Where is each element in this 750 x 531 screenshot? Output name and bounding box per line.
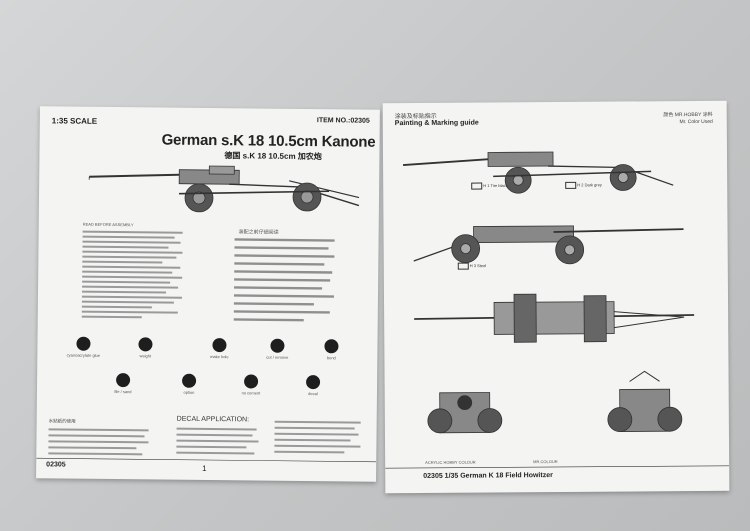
tool-no-cement: no cement bbox=[219, 374, 283, 396]
decal-heading: DECAL APPLICATION: bbox=[176, 415, 250, 424]
instruction-text-en bbox=[81, 230, 183, 319]
cut-icon bbox=[270, 338, 285, 353]
no-cement-icon bbox=[244, 374, 259, 389]
legend-acrylic: ACRYLIC HOBBY COLOUR bbox=[425, 459, 476, 465]
bend-icon bbox=[324, 339, 339, 354]
instruction-text-cn bbox=[233, 238, 335, 322]
cannon-view-1 bbox=[403, 151, 674, 194]
glue-icon bbox=[76, 336, 91, 351]
tool-legend: cyanoacrylate glue weight make hole cut … bbox=[37, 332, 378, 416]
read-before-heading-chinese: 装配之前仔细阅读 bbox=[238, 229, 279, 236]
cannon-top-view bbox=[414, 293, 695, 343]
tool-file: file / sand bbox=[91, 373, 155, 395]
tool-glue: cyanoacrylate glue bbox=[51, 336, 115, 358]
decal-text bbox=[48, 420, 361, 456]
option-icon bbox=[182, 373, 197, 388]
file-icon bbox=[116, 373, 131, 388]
decal-heading-chinese: 水贴纸的使用 bbox=[48, 418, 76, 424]
tool-weight: weight bbox=[113, 337, 177, 359]
weight-icon bbox=[138, 337, 153, 352]
tool-decal: decal bbox=[281, 375, 345, 397]
cannon-front-view bbox=[427, 392, 503, 434]
cannon-illustration bbox=[88, 165, 360, 213]
painting-guide-sheet: 涂装及标贴指示 Painting & Marking guide 颜色 MR.H… bbox=[382, 100, 730, 494]
legend-mr-colour: MR.COLOUR bbox=[533, 458, 558, 465]
color-tag: H 3 Steel bbox=[457, 262, 487, 270]
cannon-rear-view bbox=[607, 370, 683, 432]
tool-bend: bend bbox=[299, 339, 363, 361]
guide-footer: 02305 1/35 German K 18 Field Howitzer bbox=[423, 472, 553, 480]
cannon-view-2 bbox=[413, 225, 684, 265]
page-number: 1 bbox=[202, 463, 207, 473]
drill-icon bbox=[212, 338, 227, 353]
tool-option: option bbox=[157, 373, 221, 395]
footer-divider bbox=[36, 457, 377, 463]
product-code: 02305 bbox=[46, 461, 66, 469]
artwork-right bbox=[385, 151, 730, 469]
color-tag: H 1 Tire black bbox=[471, 182, 508, 190]
footer-divider bbox=[385, 465, 730, 469]
tool-drill: make hole bbox=[187, 338, 251, 360]
read-before-heading: READ BEFORE ASSEMBLY bbox=[82, 221, 134, 228]
artwork-left bbox=[36, 165, 377, 463]
decal-icon bbox=[306, 375, 321, 390]
instruction-sheet-left: 1:35 SCALE ITEM NO.:02305 German s.K 18 … bbox=[36, 106, 380, 482]
color-tag: H 2 Dark grey bbox=[565, 181, 602, 189]
